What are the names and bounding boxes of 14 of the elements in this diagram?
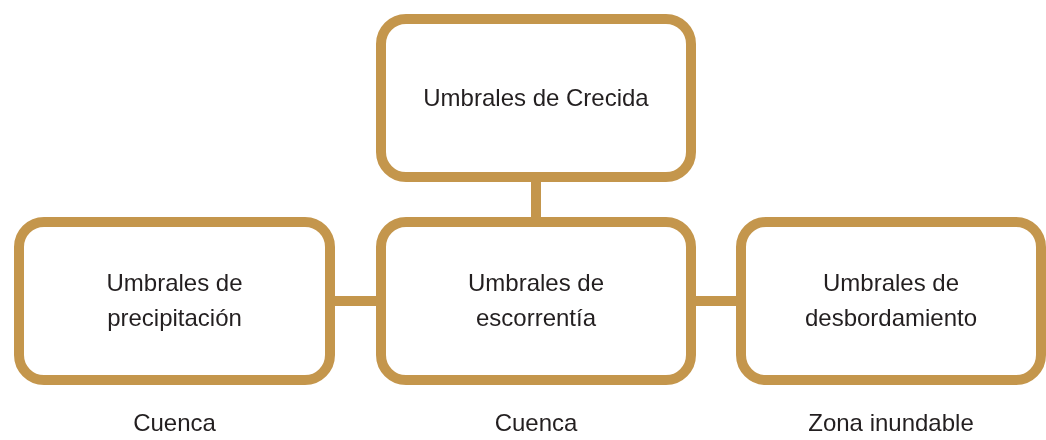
box-label: Umbrales de escorrentía [466, 268, 606, 333]
rounded-box [736, 217, 1046, 385]
box-label: Umbrales de precipitación [105, 268, 244, 333]
rounded-box [376, 14, 696, 182]
box-label: Umbrales de Crecida [422, 82, 650, 113]
rounded-box [14, 217, 335, 385]
connector-line [335, 296, 376, 306]
box-label: Umbrales de desbordamiento [803, 268, 979, 333]
rounded-box [376, 217, 696, 385]
region-label: Zona inundable [807, 409, 975, 437]
region-label: Cuenca [493, 409, 579, 437]
connector-line [696, 296, 736, 306]
region-label: Cuenca [132, 409, 217, 437]
connector-line [531, 182, 541, 217]
